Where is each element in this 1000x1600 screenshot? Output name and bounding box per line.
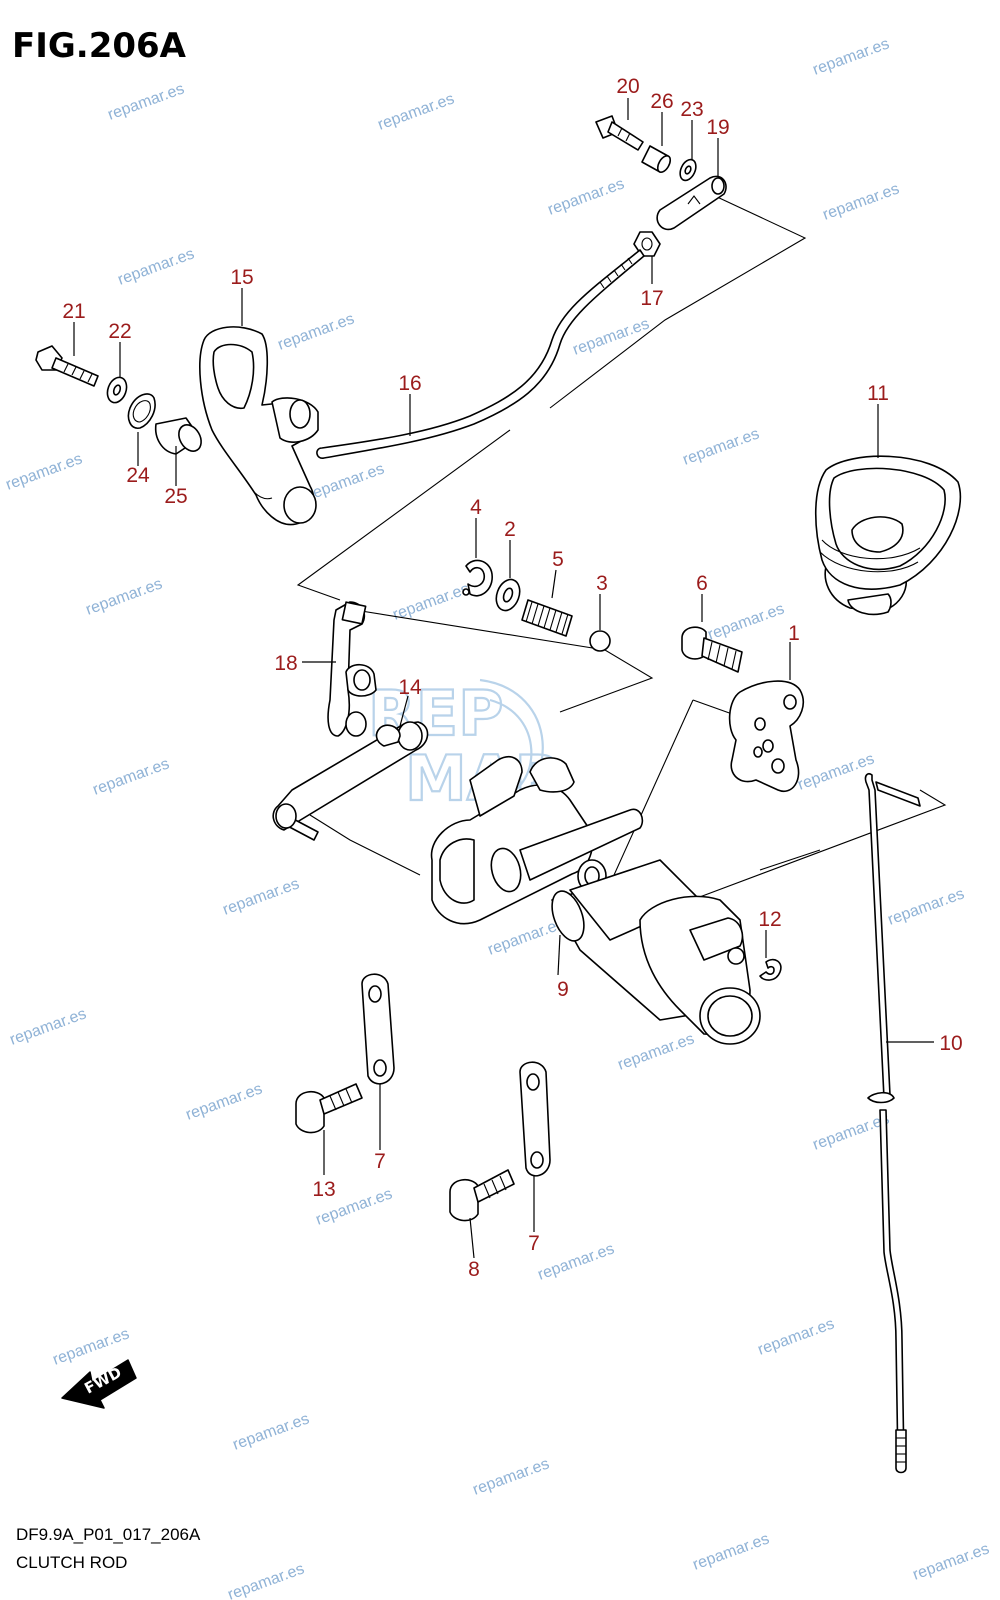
callout-12: 12 bbox=[758, 908, 781, 931]
watermark: repamar.es bbox=[821, 180, 902, 223]
watermark: repamar.es bbox=[376, 90, 457, 133]
watermark: repamar.es bbox=[91, 755, 172, 798]
callout-24: 24 bbox=[126, 464, 150, 487]
callout-11: 11 bbox=[867, 382, 889, 405]
callout-22: 22 bbox=[108, 320, 131, 343]
watermark: repamar.es bbox=[536, 1240, 617, 1283]
part-2-washer bbox=[495, 578, 521, 612]
callout-labels: 20 26 23 19 15 17 21 22 16 11 24 25 4 2 … bbox=[62, 75, 962, 1281]
leader-lines bbox=[73, 98, 934, 1259]
watermark: repamar.es bbox=[4, 450, 85, 493]
callout-17: 17 bbox=[640, 287, 663, 310]
watermark: repamar.es bbox=[691, 1530, 772, 1573]
part-19-joint bbox=[656, 175, 727, 231]
callout-20: 20 bbox=[616, 75, 639, 98]
part-3-ball bbox=[589, 630, 611, 652]
figure-code: DF9.9A_P01_017_206A bbox=[16, 1525, 201, 1544]
callout-1: 1 bbox=[788, 622, 800, 645]
watermark: repamar.es bbox=[886, 885, 967, 928]
watermark: repamar.es bbox=[756, 1315, 837, 1358]
watermark: repamar.es bbox=[471, 1455, 552, 1498]
part-15-lever bbox=[199, 326, 319, 526]
part-24-ring bbox=[127, 393, 156, 429]
part-8-bolt bbox=[449, 1169, 515, 1222]
callout-5: 5 bbox=[552, 548, 564, 571]
callout-14: 14 bbox=[398, 676, 422, 699]
part-13-bolt bbox=[295, 1083, 363, 1134]
callout-3: 3 bbox=[596, 572, 608, 595]
watermark: repamar.es bbox=[911, 1540, 992, 1583]
callout-16: 16 bbox=[398, 372, 421, 395]
callout-25: 25 bbox=[164, 485, 187, 508]
figure-caption: CLUTCH ROD bbox=[16, 1553, 127, 1572]
watermark: repamar.es bbox=[231, 1410, 312, 1453]
fwd-arrow-icon: FWD bbox=[61, 1359, 137, 1409]
callout-15: 15 bbox=[230, 266, 253, 289]
part-16-rod bbox=[316, 249, 645, 459]
part-7-link-lower bbox=[519, 1061, 551, 1177]
watermark: repamar.es bbox=[706, 600, 787, 643]
callout-21: 21 bbox=[62, 300, 85, 323]
watermark: repamar.es bbox=[116, 245, 197, 288]
callout-19: 19 bbox=[706, 116, 729, 139]
part-14-lever-arm bbox=[272, 721, 429, 841]
callout-18: 18 bbox=[274, 652, 297, 675]
part-20-bolt bbox=[595, 115, 644, 151]
watermark: repamar.es bbox=[106, 80, 187, 123]
watermark: repamar.es bbox=[51, 1325, 132, 1368]
part-18-bracket bbox=[327, 601, 377, 737]
callout-26: 26 bbox=[650, 90, 673, 113]
part-25-collar bbox=[154, 417, 202, 455]
part-23-washer bbox=[679, 158, 697, 182]
part-22-washer bbox=[106, 376, 128, 404]
watermark: repamar.es bbox=[681, 425, 762, 468]
part-11-grommet bbox=[814, 455, 962, 616]
part-1-plate bbox=[728, 680, 805, 793]
assembly-guide-lines bbox=[296, 195, 947, 911]
callout-10: 10 bbox=[939, 1032, 962, 1055]
figure-title: FIG.206A bbox=[12, 26, 187, 66]
part-4-circlip bbox=[462, 559, 493, 597]
part-7-link-upper bbox=[361, 973, 395, 1085]
part-12-clip bbox=[759, 958, 782, 981]
callout-7-lower: 7 bbox=[528, 1232, 540, 1255]
callout-9: 9 bbox=[557, 978, 569, 1001]
watermark: repamar.es bbox=[616, 1030, 697, 1073]
watermark: repamar.es bbox=[8, 1005, 89, 1048]
watermark: repamar.es bbox=[184, 1080, 265, 1123]
watermark: repamar.es bbox=[221, 875, 302, 918]
part-10-rod bbox=[864, 773, 921, 1474]
callout-2: 2 bbox=[504, 518, 516, 541]
watermark: repamar.es bbox=[571, 315, 652, 358]
part-9-shaft-assembly bbox=[430, 756, 761, 1045]
callout-8: 8 bbox=[468, 1258, 480, 1281]
watermark: repamar.es bbox=[84, 575, 165, 618]
watermark: repamar.es bbox=[276, 310, 357, 353]
part-5-spring bbox=[521, 599, 573, 637]
watermark: repamar.es bbox=[226, 1560, 307, 1600]
watermark: repamar.es bbox=[796, 750, 877, 793]
part-6-bolt bbox=[681, 626, 743, 673]
callout-23: 23 bbox=[680, 98, 703, 121]
callout-13: 13 bbox=[312, 1178, 335, 1201]
watermark: repamar.es bbox=[811, 35, 892, 78]
watermark: repamar.es bbox=[306, 460, 387, 503]
callout-4: 4 bbox=[470, 496, 482, 519]
callout-6: 6 bbox=[696, 572, 708, 595]
part-21-bolt bbox=[35, 345, 99, 387]
watermark: repamar.es bbox=[546, 175, 627, 218]
part-26-collar bbox=[641, 145, 672, 173]
callout-7-upper: 7 bbox=[374, 1150, 386, 1173]
